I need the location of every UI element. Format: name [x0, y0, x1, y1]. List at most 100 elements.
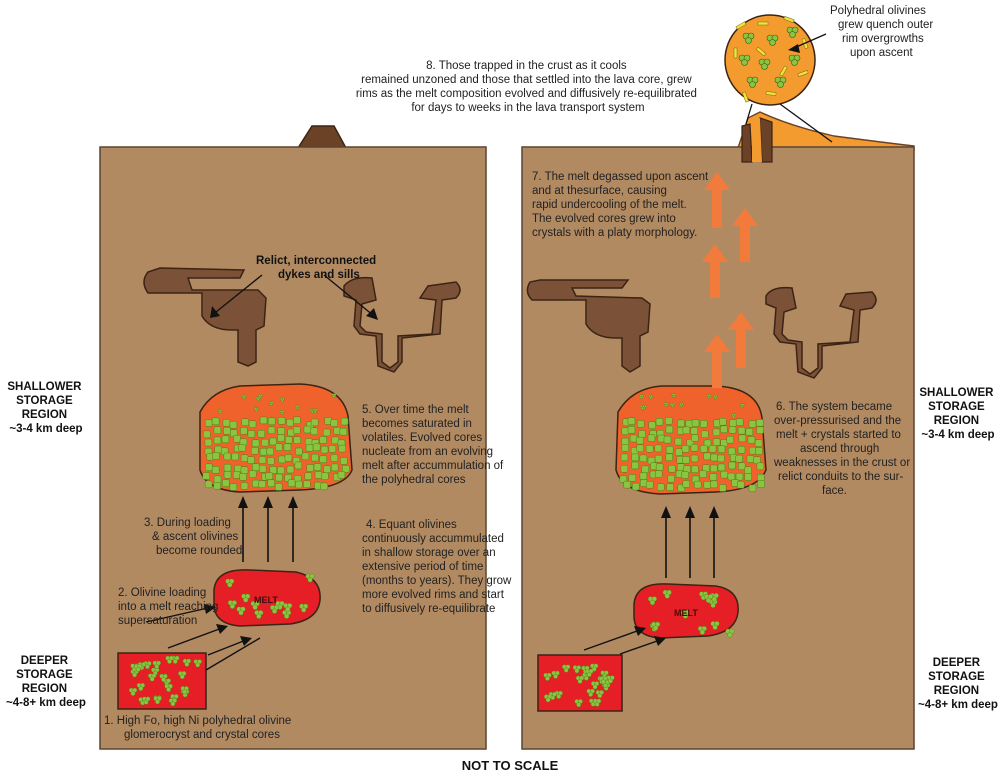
- olivine-crystal: [224, 453, 231, 460]
- olivine-crystal: [713, 625, 718, 630]
- olivine-crystal: [738, 463, 745, 470]
- olivine-crystal: [719, 418, 726, 425]
- olivine-crystal: [621, 454, 628, 461]
- olivine-crystal: [248, 457, 255, 464]
- olivine-crystal: [700, 420, 707, 427]
- olivine-crystal: [622, 444, 629, 451]
- olivine-crystal: [655, 455, 662, 462]
- olivine-crystal: [637, 437, 644, 444]
- olivine-crystal: [737, 481, 744, 488]
- olivine-crystal: [311, 411, 313, 413]
- olivine-crystal: [745, 474, 752, 481]
- olivine-crystal: [308, 577, 313, 582]
- olivine-crystal: [215, 446, 222, 453]
- olivine-crystal: [640, 396, 642, 398]
- olivine-crystal: [747, 455, 754, 462]
- olivine-crystal: [545, 676, 549, 680]
- olivine-crystal: [256, 614, 261, 619]
- olivine-crystal: [704, 481, 711, 488]
- olivine-crystal: [295, 462, 302, 469]
- olivine-crystal: [736, 419, 743, 426]
- olivine-crystal: [255, 409, 257, 411]
- olivine-crystal: [556, 694, 560, 698]
- olivine-crystal: [203, 431, 210, 438]
- inset-label: Polyhedral olivines grew quench outer ri…: [830, 5, 936, 59]
- deep-region-label-right: DEEPER STORAGE REGION ~4-8+ km deep: [918, 657, 998, 711]
- olivine-crystal: [239, 444, 246, 451]
- olivine-crystal: [306, 444, 313, 451]
- olivine-crystal: [219, 411, 221, 413]
- olivine-crystal: [205, 439, 212, 446]
- olivine-crystal: [340, 428, 347, 435]
- olivine-crystal: [711, 454, 718, 461]
- olivine-crystal: [710, 465, 717, 472]
- olivine-crystal: [666, 454, 673, 461]
- olivine-crystal: [305, 473, 312, 480]
- olivine-crystal: [749, 421, 756, 428]
- olivine-crystal: [630, 435, 637, 442]
- olivine-crystal: [275, 483, 282, 490]
- olivine-crystal: [755, 447, 762, 454]
- step4-text: 4. Equant olivines continuously accummul…: [362, 519, 515, 615]
- olivine-crystal: [203, 472, 210, 479]
- olivine-crystal: [680, 405, 682, 407]
- olivine-crystal: [223, 419, 230, 426]
- olivine-crystal: [258, 430, 265, 437]
- left-surface-vent: [298, 126, 346, 148]
- olivine-crystal: [675, 438, 682, 445]
- olivine-crystal: [728, 473, 735, 480]
- olivine-crystal: [260, 448, 267, 455]
- olivine-crystal: [294, 437, 301, 444]
- olivine-crystal: [721, 471, 728, 478]
- olivine-crystal: [268, 418, 275, 425]
- olivine-crystal: [733, 415, 735, 417]
- olivine-crystal: [728, 633, 733, 638]
- olivine-crystal: [285, 607, 290, 612]
- olivine-crystal: [314, 464, 321, 471]
- olivine-crystal: [284, 444, 291, 451]
- olivine-crystal: [131, 691, 135, 695]
- olivine-crystal: [268, 480, 275, 487]
- olivine-crystal: [340, 457, 347, 464]
- olivine-crystal: [230, 421, 237, 428]
- olivine-crystal: [260, 417, 267, 424]
- olivine-crystal: [251, 447, 258, 454]
- olivine-crystal: [284, 614, 289, 619]
- olivine-crystal: [136, 667, 140, 671]
- olivine-crystal: [278, 428, 285, 435]
- olivine-crystal: [683, 480, 690, 487]
- olivine-crystal: [248, 431, 255, 438]
- olivine-crystal: [320, 436, 327, 443]
- olivine-crystal: [598, 694, 602, 698]
- olivine-crystal: [728, 448, 735, 455]
- olivine-crystal: [275, 474, 282, 481]
- olivine-crystal: [253, 605, 258, 610]
- olivine-crystal: [706, 598, 711, 603]
- olivine-crystal: [239, 610, 244, 615]
- olivine-crystal: [233, 471, 240, 478]
- olivine-crystal: [665, 404, 667, 406]
- olivine-crystal: [224, 471, 231, 478]
- olivine-crystal: [312, 454, 319, 461]
- olivine-crystal: [296, 407, 298, 409]
- olivine-crystal: [301, 607, 306, 612]
- olivine-crystal: [640, 455, 647, 462]
- olivine-crystal: [738, 427, 745, 434]
- olivine-crystal: [267, 448, 274, 455]
- olivine-crystal: [632, 454, 639, 461]
- olivine-crystal: [173, 659, 177, 663]
- olivine-crystal: [293, 417, 300, 424]
- olivine-crystal: [736, 473, 743, 480]
- olivine-crystal: [270, 403, 272, 405]
- olivine-crystal: [683, 427, 690, 434]
- olivine-crystal: [748, 437, 755, 444]
- olivine-crystal: [666, 446, 673, 453]
- olivine-crystal: [281, 412, 283, 414]
- olivine-crystal: [234, 435, 241, 442]
- olivine-crystal: [266, 473, 273, 480]
- olivine-crystal: [750, 82, 756, 88]
- olivine-crystal: [666, 426, 673, 433]
- olivine-crystal: [262, 439, 269, 446]
- olivine-crystal: [637, 445, 644, 452]
